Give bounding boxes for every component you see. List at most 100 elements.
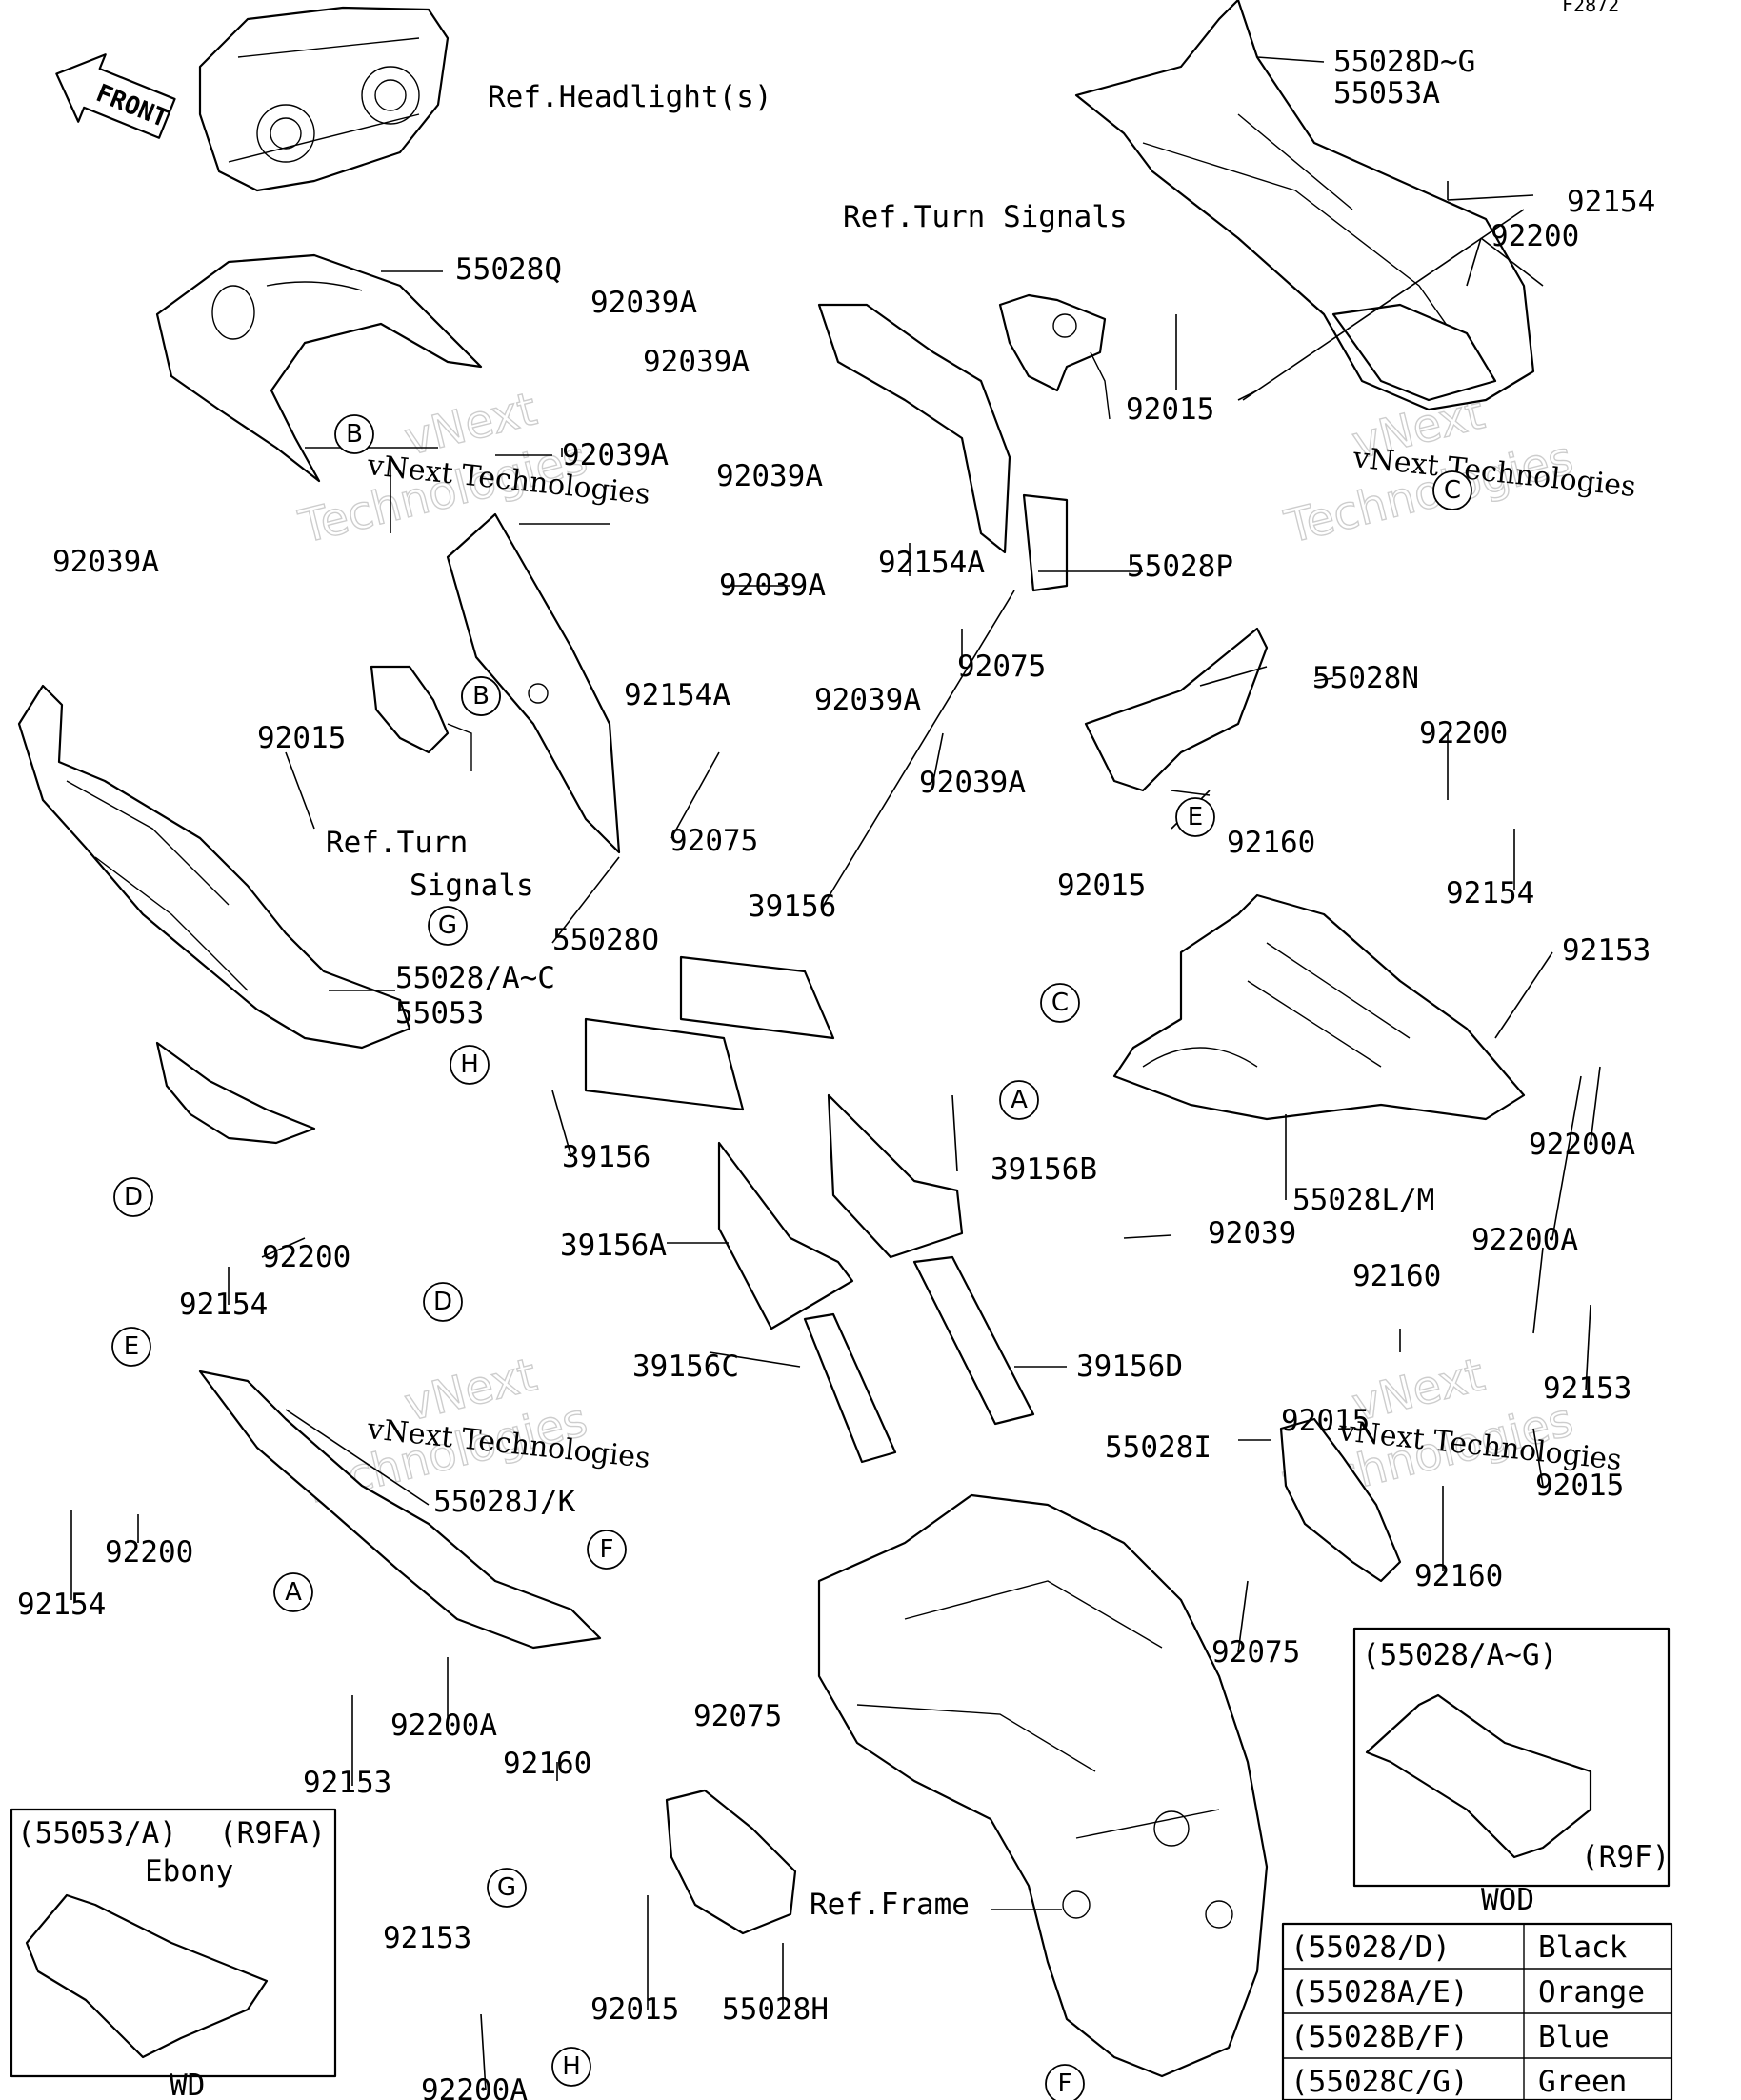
marker-letter: E	[124, 1332, 139, 1361]
upper-cowl-right-55028D-G	[1074, 0, 1535, 411]
inset-right-code: (55028/A~G)	[1362, 1638, 1557, 1672]
color-table-part: (55028B/F)	[1291, 2020, 1469, 2054]
connection-marker: C	[1040, 983, 1080, 1023]
connection-marker: E	[1175, 797, 1215, 837]
part-number-label: 92200	[105, 1535, 193, 1570]
ref-turn-label: Ref.Turn	[326, 826, 468, 860]
part-number-label: 92153	[303, 1766, 391, 1800]
connection-marker: D	[423, 1282, 463, 1322]
marker-letter: F	[1058, 2070, 1072, 2098]
leader-line	[1532, 1247, 1544, 1334]
part-number-label: 39156	[748, 890, 836, 924]
marker-circle	[1045, 2064, 1085, 2100]
side-cowl-left-55028A-C	[17, 684, 411, 1145]
leader-line	[1242, 209, 1525, 401]
color-table-color: Orange	[1538, 1975, 1645, 2010]
leader-line	[1447, 194, 1534, 201]
part-number-label: 92153	[1543, 1371, 1631, 1406]
turn-signal-left	[370, 665, 472, 771]
bracket-55028H	[665, 1789, 797, 1935]
leader-line	[1123, 1234, 1172, 1239]
connection-marker: A	[273, 1572, 313, 1612]
part-number-label: 55028N	[1312, 661, 1419, 695]
leader-line	[951, 1094, 958, 1172]
connection-marker: C	[1432, 470, 1472, 510]
part-number-label: 92200A	[421, 2073, 528, 2100]
part-number-label: 55028L/M	[1292, 1183, 1434, 1217]
inset-right-55028-A-G: (55028/A~G) (R9F) WOD	[1352, 1627, 1670, 1917]
marker-letter: C	[1051, 989, 1069, 1017]
leader-line	[709, 1351, 801, 1368]
color-table: (55028/D) Black (55028A/E) Orange (55028…	[1281, 1922, 1673, 2100]
leader-line	[1480, 237, 1544, 287]
connection-marker: D	[113, 1177, 153, 1217]
leader-lines	[70, 56, 1601, 2091]
leader-line	[1590, 1066, 1601, 1144]
leader-line	[670, 751, 720, 839]
marker-letter: A	[1011, 1086, 1028, 1114]
marker-circle	[587, 1530, 627, 1570]
leader-line	[1171, 790, 1211, 796]
color-table-part: (55028A/E)	[1291, 1975, 1469, 2010]
reference-labels: Ref.Headlight(s) Ref.Turn Signals Ref.Tu…	[326, 80, 1128, 903]
marker-circle	[1040, 983, 1080, 1023]
inner-panel-left	[446, 512, 621, 854]
leader-line	[1494, 951, 1553, 1039]
part-number-label: 92200	[262, 1240, 350, 1274]
lower-inner-panel-55028N	[1084, 627, 1269, 792]
seal-pads-39156	[584, 955, 1035, 1464]
marker-letter: G	[497, 1873, 516, 1902]
frame-reference	[817, 1493, 1269, 2078]
marker-letter: H	[460, 1050, 479, 1079]
part-number-label: 92200A	[390, 1709, 497, 1743]
color-table-row: (55028C/G) Green	[1291, 2065, 1627, 2099]
part-number-label: 92160	[503, 1747, 591, 1781]
upper-cowl-55028Q	[155, 253, 483, 483]
marker-circle	[551, 2047, 591, 2087]
connection-marker: H	[551, 2047, 591, 2087]
inner-panel-right	[817, 303, 1069, 592]
connection-marker: B	[334, 414, 374, 454]
leader-line	[1466, 237, 1482, 287]
part-number-label: 92200A	[1529, 1128, 1635, 1162]
ref-turn-signals-label: Ref.Turn Signals	[843, 200, 1128, 234]
part-number-label: Ref.Frame	[810, 1888, 970, 1922]
connection-marker: H	[450, 1045, 490, 1085]
marker-circle	[450, 1045, 490, 1085]
connection-marker: B	[461, 676, 501, 716]
lower-cowl-55028L-M	[1112, 893, 1526, 1121]
marker-circle	[461, 676, 501, 716]
part-number-label: 92039A	[716, 459, 823, 493]
connection-marker: G	[487, 1868, 527, 1908]
color-table-part: (55028/D)	[1291, 1930, 1451, 1965]
color-table-part: (55028C/G)	[1291, 2065, 1469, 2099]
marker-circle	[999, 1080, 1039, 1120]
color-table-color: Green	[1538, 2065, 1627, 2099]
part-number-label: 92154	[179, 1288, 268, 1322]
marker-circle	[273, 1572, 313, 1612]
marker-letter: A	[285, 1578, 302, 1607]
marker-letter: E	[1188, 803, 1203, 831]
inset-right-caption: WOD	[1481, 1883, 1534, 1917]
part-number-label: 92039A	[562, 438, 669, 472]
part-number-label: 55028H	[722, 1992, 829, 2027]
part-number-label: 92160	[1414, 1559, 1503, 1593]
marker-circle	[487, 1868, 527, 1908]
marker-letter: H	[562, 2052, 581, 2081]
leader-line	[823, 590, 1015, 906]
leader-line	[285, 1409, 430, 1506]
marker-circle	[428, 906, 468, 946]
connection-marker: F	[587, 1530, 627, 1570]
part-number-label: 92039A	[643, 345, 750, 379]
part-number-label: 92015	[1535, 1469, 1624, 1503]
part-number-label: 92154	[1567, 185, 1655, 219]
part-number-label: 55028Q	[455, 252, 562, 287]
marker-circle	[1175, 797, 1215, 837]
inset-left-code: (55053/A)	[17, 1816, 177, 1850]
part-number-label: 39156A	[560, 1229, 667, 1263]
part-number-label: 92154	[1446, 876, 1534, 910]
leader-line	[1237, 1580, 1249, 1653]
connection-marker: E	[111, 1327, 151, 1367]
lower-side-panel-55028J-K	[198, 1370, 602, 1650]
part-number-label: 92075	[693, 1699, 782, 1733]
